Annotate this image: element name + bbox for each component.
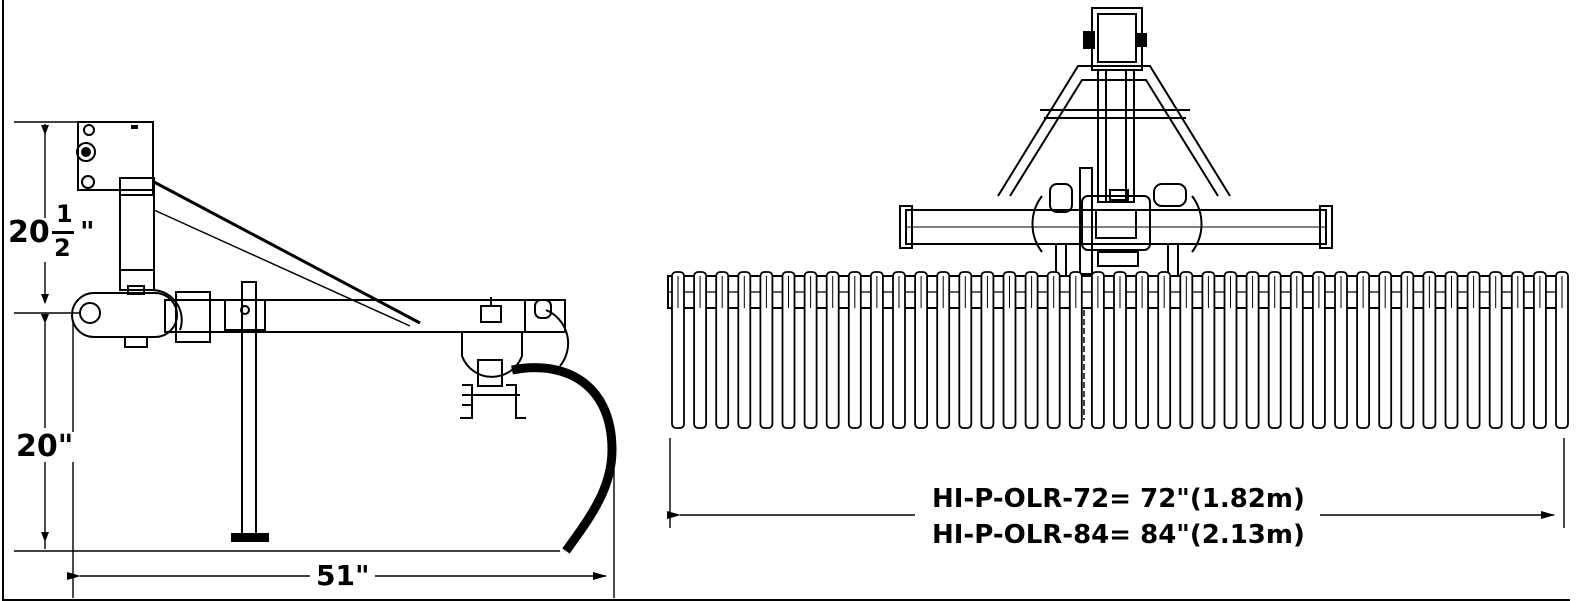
plate-hole	[83, 124, 95, 136]
mast	[119, 177, 155, 291]
rake-tine	[914, 271, 928, 429]
rake-tine	[1378, 271, 1393, 429]
rake-tine	[1422, 271, 1437, 429]
rake-tine	[671, 271, 685, 429]
rake-tine	[892, 271, 906, 429]
plate-pin	[76, 142, 96, 162]
stand-foot	[231, 533, 269, 542]
rake-tine	[1555, 271, 1569, 429]
rake-tine	[1223, 271, 1238, 429]
rake-tine	[511, 363, 617, 554]
rake-tine	[1179, 271, 1194, 429]
rake-tine	[1046, 271, 1061, 429]
height-upper-numerator: 1	[56, 200, 73, 228]
top-mast	[1091, 7, 1143, 71]
rake-tine	[1466, 271, 1481, 429]
center-hub	[1081, 195, 1151, 251]
side-view	[14, 121, 617, 598]
right-hitch-loop	[1153, 183, 1187, 207]
rake-tine	[1135, 271, 1149, 429]
pivot-boss	[71, 292, 178, 338]
width-dimension	[667, 438, 1565, 528]
rake-tine	[936, 271, 951, 429]
height-upper-whole: 20	[8, 215, 50, 250]
rake-tine	[1356, 271, 1370, 429]
rake-mount-disc	[461, 331, 523, 378]
rake-tine	[1068, 271, 1083, 429]
length-label: 51"	[312, 562, 374, 590]
left-hitch-loop	[1049, 183, 1073, 213]
main-beam	[164, 299, 566, 333]
rake-mount-post	[477, 359, 503, 387]
center-post	[1097, 69, 1135, 203]
rake-tine	[737, 271, 752, 429]
rake-tine	[1312, 271, 1326, 429]
rake-tine	[847, 271, 862, 429]
fraction-bar	[52, 231, 74, 234]
rake-tine	[803, 271, 818, 429]
rake-tine	[958, 271, 973, 429]
length-dimension	[67, 320, 615, 598]
rake-tine	[1201, 271, 1216, 429]
rake-tine	[1533, 271, 1547, 429]
rake-tine	[759, 271, 774, 429]
stand-jack	[241, 281, 257, 538]
rake-tine	[1289, 271, 1304, 429]
rake-tine	[825, 271, 840, 429]
mounting-plate	[77, 121, 154, 196]
height-upper-denominator: 2	[54, 234, 71, 262]
rake-tine	[870, 271, 884, 429]
rake-tine	[781, 271, 796, 429]
rake-tine	[1510, 271, 1525, 429]
tine-row	[671, 271, 1569, 429]
rake-tine	[980, 271, 995, 429]
width-label-72: HI-P-OLR-72= 72"(1.82m)	[928, 486, 1309, 512]
rake-tine	[1113, 271, 1127, 429]
a-frame	[997, 65, 1231, 197]
plate-bolt	[81, 175, 95, 189]
rake-tine	[1444, 271, 1459, 429]
beam-bracket	[175, 291, 211, 343]
rake-tine	[1334, 271, 1348, 429]
hitch-loop	[534, 299, 552, 319]
clamp-bracket	[224, 299, 266, 331]
rear-view	[667, 7, 1569, 528]
rake-tine	[1157, 271, 1172, 429]
rake-tine	[715, 271, 730, 429]
rake-tine	[1091, 271, 1105, 429]
rake-tine	[693, 271, 707, 429]
rake-tine	[1002, 271, 1017, 429]
beam-nut	[480, 305, 502, 323]
rake-tine	[1024, 271, 1039, 429]
width-label-84: HI-P-OLR-84= 84"(2.13m)	[928, 522, 1309, 548]
rake-tine	[1400, 271, 1415, 429]
rake-tine	[1245, 271, 1260, 429]
height-lower-label: 20"	[14, 429, 76, 464]
rake-tine	[1267, 271, 1282, 429]
rake-tine	[1488, 271, 1503, 429]
pivot-hole	[79, 302, 101, 324]
pivot-nut	[124, 336, 148, 348]
pivot-top-nut	[127, 285, 145, 295]
height-upper-unit: "	[80, 215, 95, 248]
